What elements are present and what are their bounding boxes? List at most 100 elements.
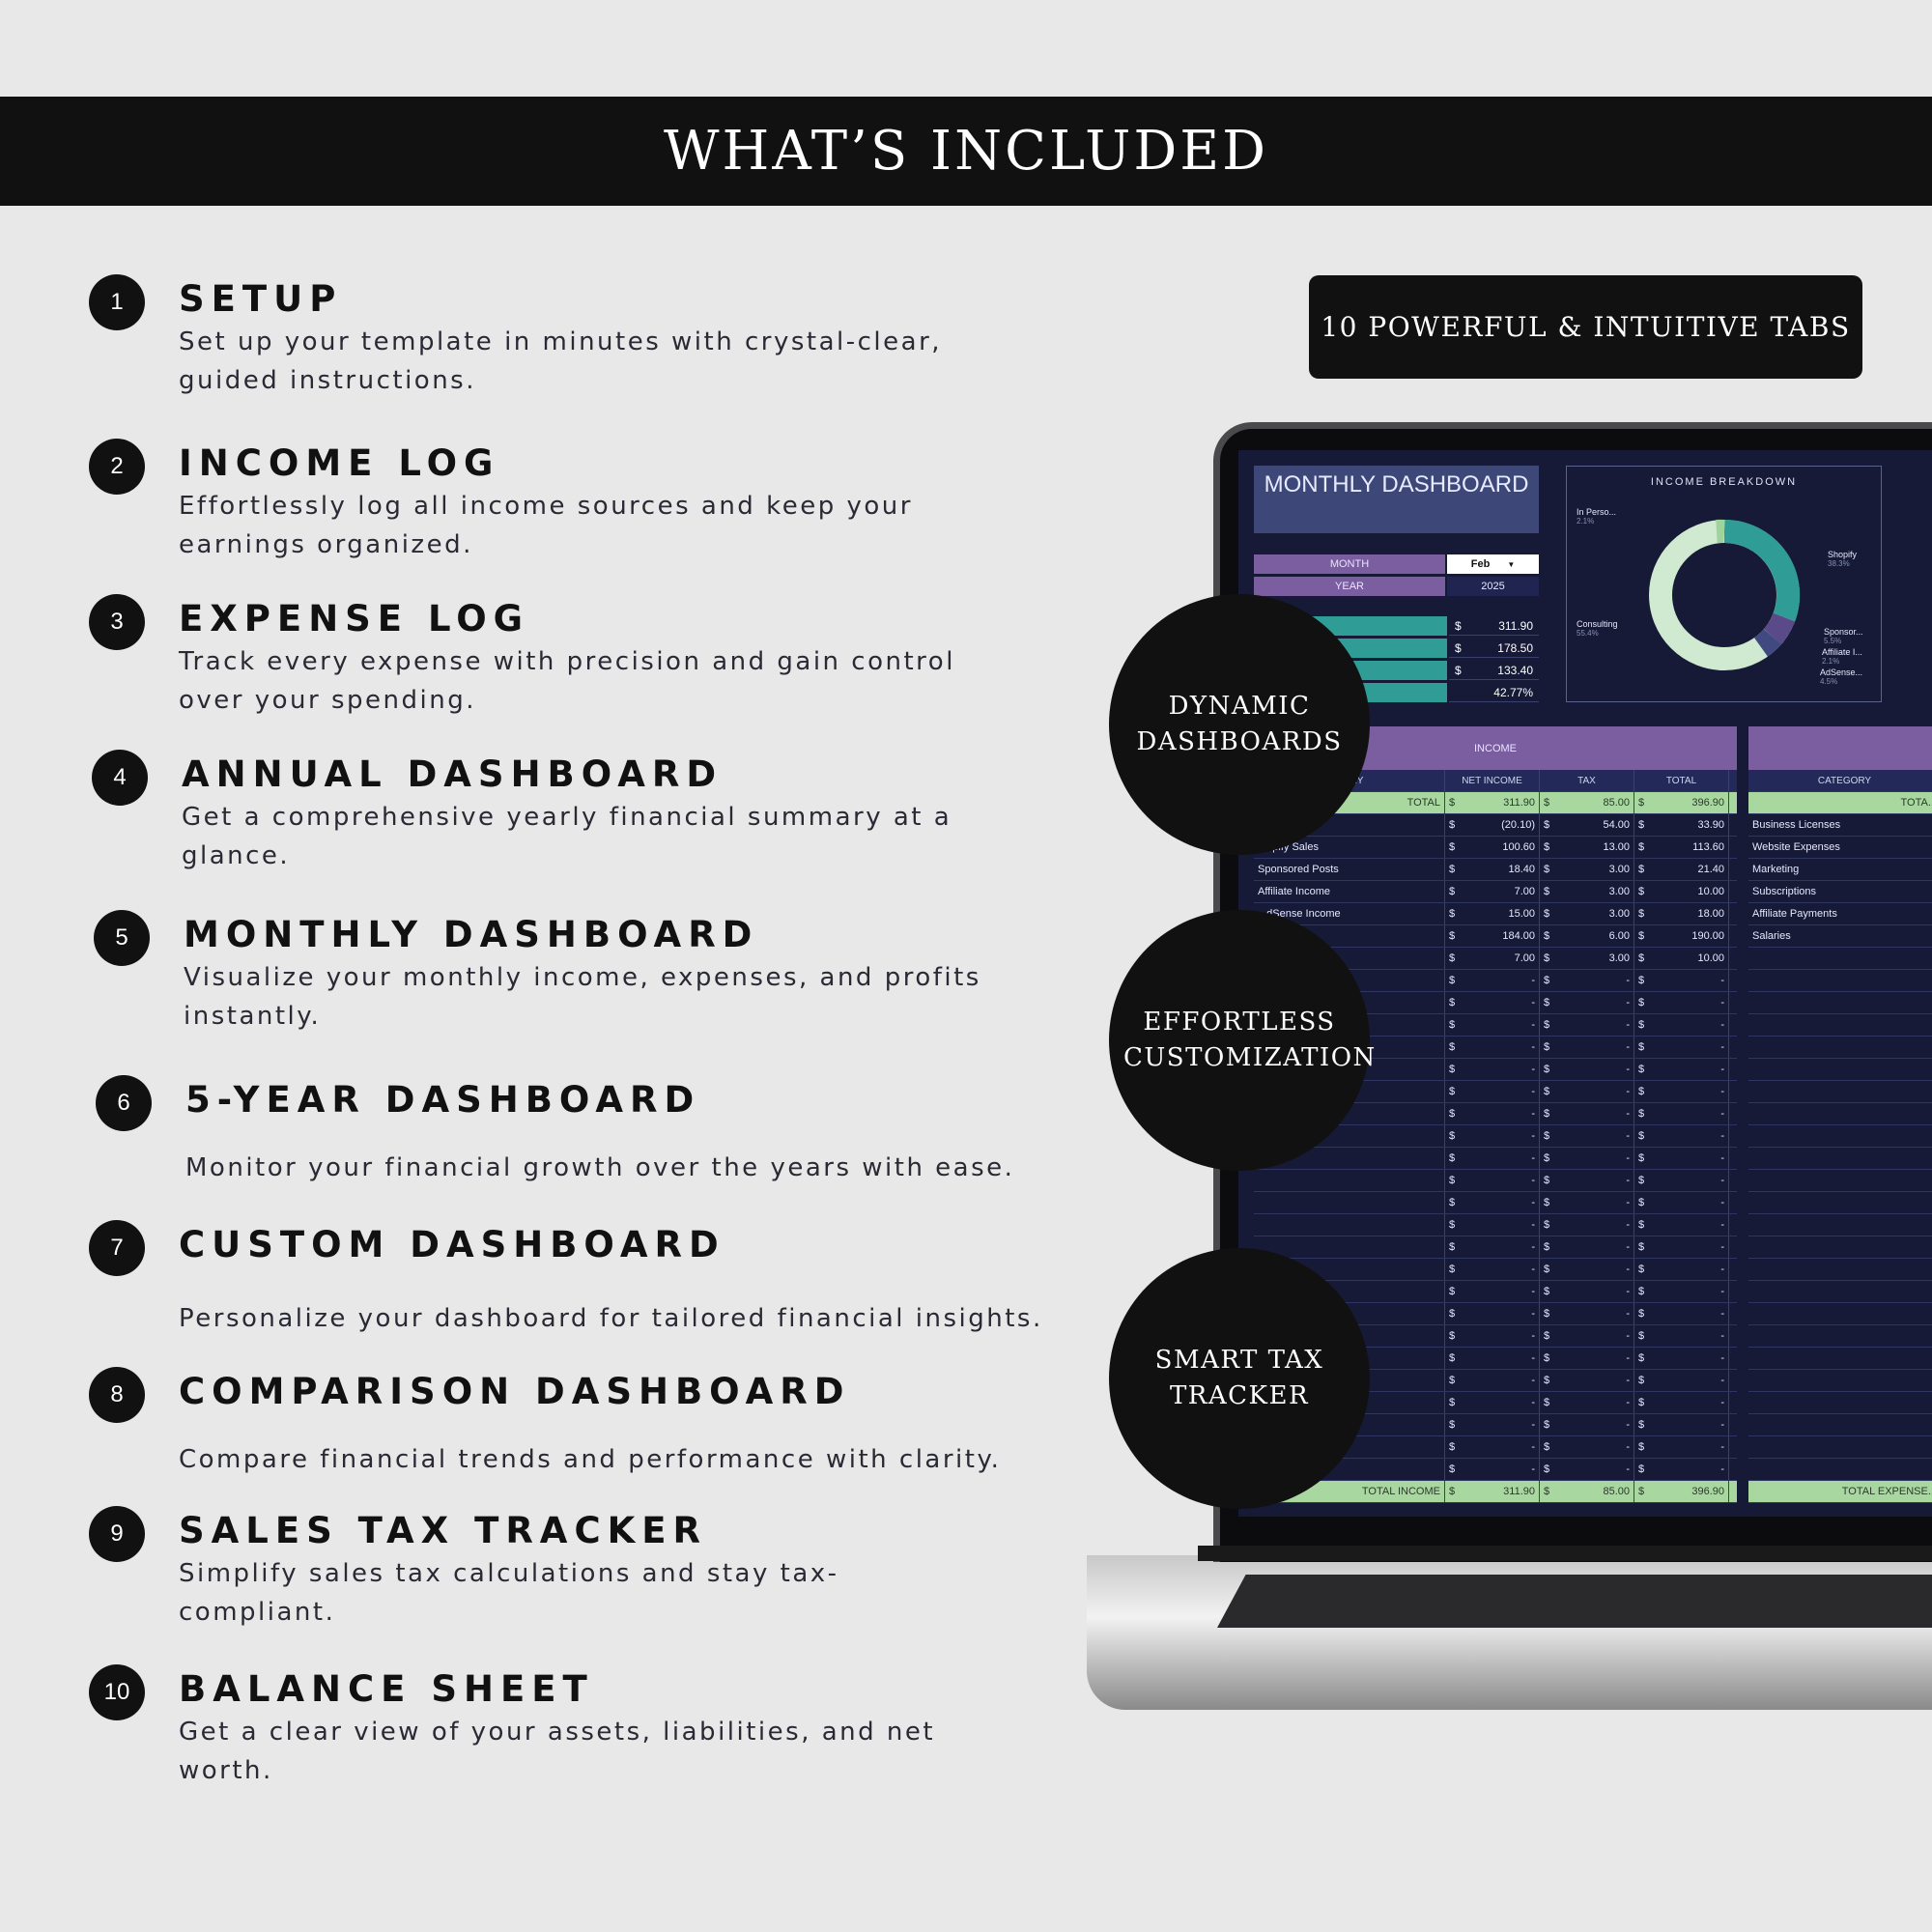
expense-row[interactable] bbox=[1748, 1325, 1932, 1348]
table-cell[interactable] bbox=[1254, 1436, 1445, 1458]
expense-row[interactable] bbox=[1748, 1370, 1932, 1392]
table-cell[interactable]: $10.00 bbox=[1634, 948, 1729, 969]
expense-row[interactable] bbox=[1748, 1014, 1932, 1037]
table-cell[interactable]: $- bbox=[1540, 1370, 1634, 1391]
table-cell[interactable]: $- bbox=[1634, 1236, 1729, 1258]
table-cell[interactable]: $6.00 bbox=[1540, 925, 1634, 947]
table-cell[interactable] bbox=[1254, 970, 1445, 991]
table-cell[interactable] bbox=[1748, 1281, 1932, 1302]
income-row[interactable]: $-$-$- bbox=[1254, 1436, 1737, 1459]
table-cell[interactable] bbox=[1254, 1125, 1445, 1147]
table-cell[interactable]: Business Licenses bbox=[1748, 814, 1932, 836]
table-cell[interactable]: $7.00 bbox=[1445, 948, 1540, 969]
table-cell[interactable] bbox=[1254, 1170, 1445, 1191]
income-row[interactable]: $-$-$- bbox=[1254, 1325, 1737, 1348]
expense-row[interactable] bbox=[1748, 1436, 1932, 1459]
expense-row[interactable]: Salaries bbox=[1748, 925, 1932, 948]
table-cell[interactable]: $184.00 bbox=[1445, 925, 1540, 947]
table-cell[interactable]: Website Expenses bbox=[1748, 837, 1932, 858]
table-cell[interactable]: $- bbox=[1540, 1103, 1634, 1124]
expense-row[interactable] bbox=[1748, 1081, 1932, 1103]
table-cell[interactable] bbox=[1748, 1148, 1932, 1169]
table-cell[interactable]: $- bbox=[1634, 1148, 1729, 1169]
table-cell[interactable] bbox=[1748, 1103, 1932, 1124]
table-cell[interactable]: $- bbox=[1540, 1236, 1634, 1258]
income-row[interactable]: ...opify Sales$100.60$13.00$113.60 bbox=[1254, 837, 1737, 859]
expense-row[interactable] bbox=[1748, 1059, 1932, 1081]
table-cell[interactable]: Salaries bbox=[1748, 925, 1932, 947]
expense-row[interactable]: Website Expenses bbox=[1748, 837, 1932, 859]
table-cell[interactable]: $- bbox=[1445, 1148, 1540, 1169]
table-cell[interactable]: Marketing bbox=[1748, 859, 1932, 880]
expense-row[interactable]: Subscriptions bbox=[1748, 881, 1932, 903]
table-cell[interactable]: $- bbox=[1445, 1348, 1540, 1369]
table-cell[interactable]: $- bbox=[1634, 1059, 1729, 1080]
table-cell[interactable] bbox=[1254, 1081, 1445, 1102]
table-cell[interactable] bbox=[1748, 1170, 1932, 1191]
table-cell[interactable]: $- bbox=[1634, 1348, 1729, 1369]
income-row[interactable]: $-$-$- bbox=[1254, 1392, 1737, 1414]
income-row[interactable]: Sponsored Posts$18.40$3.00$21.40 bbox=[1254, 859, 1737, 881]
table-cell[interactable]: $- bbox=[1540, 1148, 1634, 1169]
table-cell[interactable]: $3.00 bbox=[1540, 859, 1634, 880]
expense-row[interactable] bbox=[1748, 1303, 1932, 1325]
table-cell[interactable] bbox=[1254, 1303, 1445, 1324]
table-cell[interactable] bbox=[1748, 1125, 1932, 1147]
income-row[interactable]: ...dSense Income$15.00$3.00$18.00 bbox=[1254, 903, 1737, 925]
expense-row[interactable] bbox=[1748, 1125, 1932, 1148]
table-cell[interactable]: $18.00 bbox=[1634, 903, 1729, 924]
income-row[interactable]: $-$-$- bbox=[1254, 1370, 1737, 1392]
table-cell[interactable]: $- bbox=[1540, 1192, 1634, 1213]
table-cell[interactable]: $- bbox=[1540, 1436, 1634, 1458]
table-cell[interactable] bbox=[1254, 1214, 1445, 1236]
income-row[interactable]: $-$-$- bbox=[1254, 1303, 1737, 1325]
table-cell[interactable]: $113.60 bbox=[1634, 837, 1729, 858]
table-cell[interactable]: $- bbox=[1634, 1081, 1729, 1102]
table-cell[interactable]: $- bbox=[1540, 970, 1634, 991]
table-cell[interactable]: $- bbox=[1540, 1325, 1634, 1347]
table-cell[interactable] bbox=[1254, 925, 1445, 947]
table-cell[interactable] bbox=[1254, 1370, 1445, 1391]
table-cell[interactable]: $- bbox=[1634, 1014, 1729, 1036]
table-cell[interactable]: $33.90 bbox=[1634, 814, 1729, 836]
table-cell[interactable] bbox=[1748, 1436, 1932, 1458]
expense-row[interactable] bbox=[1748, 1259, 1932, 1281]
table-cell[interactable]: $- bbox=[1634, 1037, 1729, 1058]
table-cell[interactable]: $- bbox=[1634, 1392, 1729, 1413]
expense-row[interactable] bbox=[1748, 1414, 1932, 1436]
table-cell[interactable]: $- bbox=[1445, 1414, 1540, 1435]
table-cell[interactable] bbox=[1748, 1459, 1932, 1480]
table-cell[interactable]: $- bbox=[1445, 1037, 1540, 1058]
table-cell[interactable] bbox=[1748, 1192, 1932, 1213]
table-cell[interactable]: $- bbox=[1634, 1281, 1729, 1302]
expense-row[interactable] bbox=[1748, 1037, 1932, 1059]
expense-row[interactable] bbox=[1748, 1170, 1932, 1192]
table-cell[interactable]: $3.00 bbox=[1540, 881, 1634, 902]
income-row[interactable]: Affiliate Income$7.00$3.00$10.00 bbox=[1254, 881, 1737, 903]
table-cell[interactable] bbox=[1748, 1214, 1932, 1236]
expense-row[interactable] bbox=[1748, 1281, 1932, 1303]
table-cell[interactable] bbox=[1748, 1259, 1932, 1280]
income-row[interactable]: $-$-$- bbox=[1254, 1037, 1737, 1059]
table-cell[interactable]: $21.40 bbox=[1634, 859, 1729, 880]
table-cell[interactable]: Affiliate Payments bbox=[1748, 903, 1932, 924]
table-cell[interactable]: $- bbox=[1634, 1214, 1729, 1236]
table-cell[interactable] bbox=[1254, 1192, 1445, 1213]
table-cell[interactable]: $15.00 bbox=[1445, 903, 1540, 924]
table-cell[interactable]: $18.40 bbox=[1445, 859, 1540, 880]
table-cell[interactable] bbox=[1748, 1414, 1932, 1435]
table-cell[interactable] bbox=[1748, 1236, 1932, 1258]
table-cell[interactable]: $3.00 bbox=[1540, 903, 1634, 924]
expense-row[interactable] bbox=[1748, 992, 1932, 1014]
table-cell[interactable]: $- bbox=[1540, 1414, 1634, 1435]
table-cell[interactable]: $(20.10) bbox=[1445, 814, 1540, 836]
table-cell[interactable]: $- bbox=[1540, 1281, 1634, 1302]
table-cell[interactable]: $- bbox=[1540, 1392, 1634, 1413]
table-cell[interactable]: $- bbox=[1540, 992, 1634, 1013]
table-cell[interactable]: $10.00 bbox=[1634, 881, 1729, 902]
expense-row[interactable] bbox=[1748, 1459, 1932, 1481]
income-row[interactable]: $-$-$- bbox=[1254, 1414, 1737, 1436]
table-cell[interactable] bbox=[1748, 1325, 1932, 1347]
income-row[interactable]: $7.00$3.00$10.00 bbox=[1254, 948, 1737, 970]
table-cell[interactable]: $- bbox=[1540, 1459, 1634, 1480]
